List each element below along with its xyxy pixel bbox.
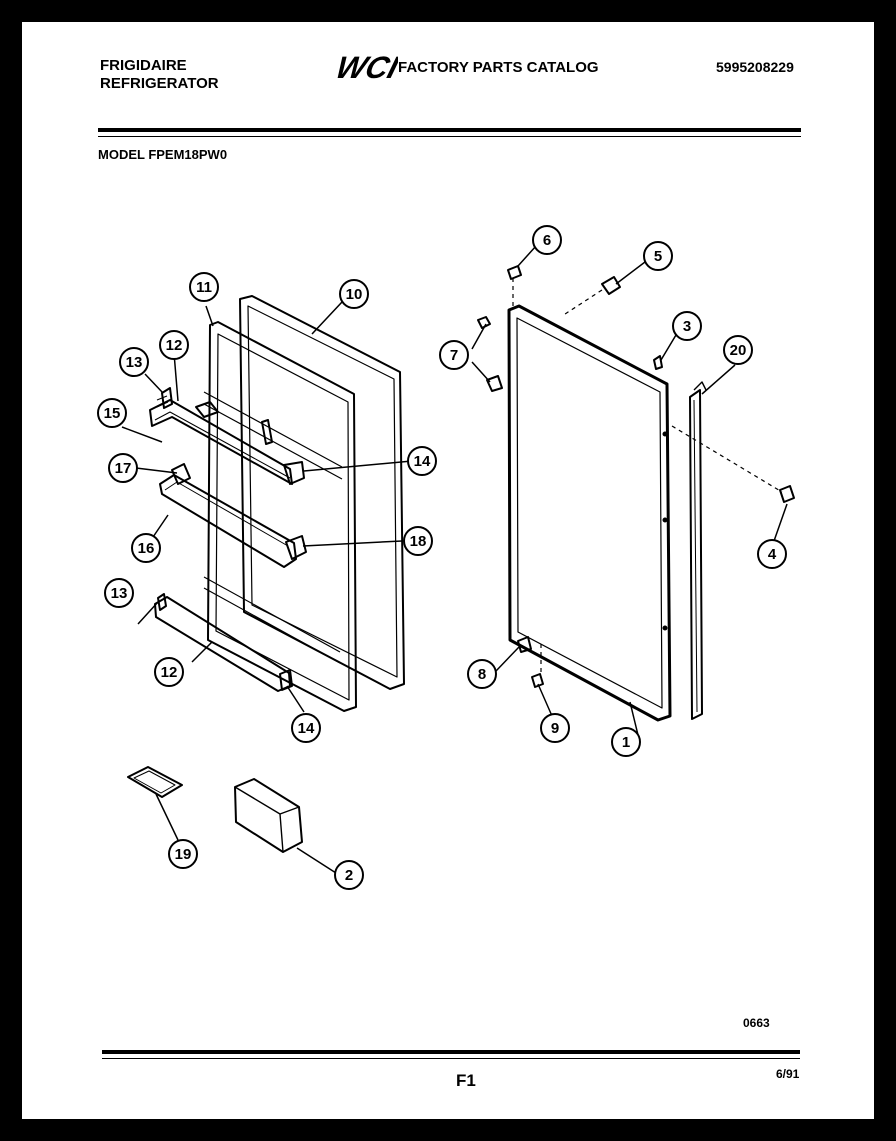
callout-number: 7: [450, 347, 458, 364]
door-assembly-drawing: [127, 265, 795, 853]
leader-lines: [121, 245, 788, 874]
callout-5: 5: [643, 241, 673, 271]
callout-4: 4: [757, 539, 787, 569]
parts-sheet: FRIGIDAIRE REFRIGERATOR WCI FACTORY PART…: [22, 22, 874, 1119]
catalog-title: FACTORY PARTS CATALOG: [398, 59, 599, 76]
callout-number: 20: [730, 342, 747, 359]
callout-16: 16: [131, 533, 161, 563]
callout-number: 3: [683, 318, 691, 335]
callout-circle: [154, 657, 184, 687]
header-rule-thick: [98, 128, 801, 132]
callout-7: 7: [439, 340, 469, 370]
callout-circle: [339, 279, 369, 309]
product-name: REFRIGERATOR: [100, 75, 219, 92]
callout-number: 6: [543, 232, 551, 249]
wci-logo: WCI: [332, 50, 398, 82]
callout-circle: [723, 335, 753, 365]
callout-17: 17: [108, 453, 138, 483]
callout-10: 10: [339, 279, 369, 309]
callout-number: 2: [345, 867, 353, 884]
callout-number: 10: [346, 286, 363, 303]
callout-14: 14: [291, 713, 321, 743]
callout-8: 8: [467, 659, 497, 689]
callout-circle: [97, 398, 127, 428]
callout-number: 14: [414, 453, 431, 470]
callout-circle: [467, 659, 497, 689]
callout-circle: [119, 347, 149, 377]
wci-logo-text: WCI: [332, 50, 398, 82]
callout-18: 18: [403, 526, 433, 556]
dashed-leaders: [512, 278, 783, 672]
callout-2: 2: [334, 860, 364, 890]
footer-rule-thick: [102, 1050, 800, 1054]
callout-circle: [104, 578, 134, 608]
footer-rule-thin: [102, 1058, 800, 1059]
callout-number: 1: [622, 734, 630, 751]
callout-11: 11: [189, 272, 219, 302]
callout-number: 4: [768, 546, 777, 563]
callout-circle: [611, 727, 641, 757]
callout-circle: [407, 446, 437, 476]
callout-number: 8: [478, 666, 486, 683]
callout-number: 12: [161, 664, 178, 681]
callout-13: 13: [119, 347, 149, 377]
callout-circle: [168, 839, 198, 869]
callout-number: 16: [138, 540, 155, 557]
callout-circle: [291, 713, 321, 743]
page-label: F1: [456, 1071, 476, 1090]
callout-6: 6: [532, 225, 562, 255]
callout-number: 13: [111, 585, 128, 602]
callout-number: 11: [196, 279, 212, 296]
callout-circle: [643, 241, 673, 271]
callout-number: 13: [126, 354, 143, 371]
callout-circle: [757, 539, 787, 569]
callout-13: 13: [104, 578, 134, 608]
callout-12: 12: [159, 330, 189, 360]
callout-number: 12: [166, 337, 183, 354]
callout-number: 5: [654, 248, 662, 265]
header-rule-thin: [98, 136, 801, 137]
callout-9: 9: [540, 713, 570, 743]
drawing-code: 0663: [743, 1016, 770, 1030]
callout-circle: [189, 272, 219, 302]
model-label: MODEL FPEM18PW0: [98, 147, 228, 162]
callout-circle: [108, 453, 138, 483]
callout-circle: [532, 225, 562, 255]
callout-20: 20: [723, 335, 753, 365]
callout-3: 3: [672, 311, 702, 341]
callout-number: 18: [410, 533, 427, 550]
brand-name: FRIGIDAIRE: [100, 57, 187, 74]
revision-date: 6/91: [776, 1067, 800, 1081]
catalog-number: 5995208229: [716, 59, 794, 75]
callout-number: 19: [175, 846, 192, 863]
callout-14: 14: [407, 446, 437, 476]
callout-12: 12: [154, 657, 184, 687]
callout-circle: [403, 526, 433, 556]
callout-number: 17: [115, 460, 132, 477]
callout-circle: [672, 311, 702, 341]
callout-number: 9: [551, 720, 559, 737]
callout-1: 1: [611, 727, 641, 757]
callout-15: 15: [97, 398, 127, 428]
callout-circle: [540, 713, 570, 743]
callout-19: 19: [168, 839, 198, 869]
callout-circle: [131, 533, 161, 563]
callout-circle: [439, 340, 469, 370]
callout-number: 14: [298, 720, 315, 737]
callout-circle: [159, 330, 189, 360]
callout-number: 15: [104, 405, 121, 422]
callout-circle: [334, 860, 364, 890]
